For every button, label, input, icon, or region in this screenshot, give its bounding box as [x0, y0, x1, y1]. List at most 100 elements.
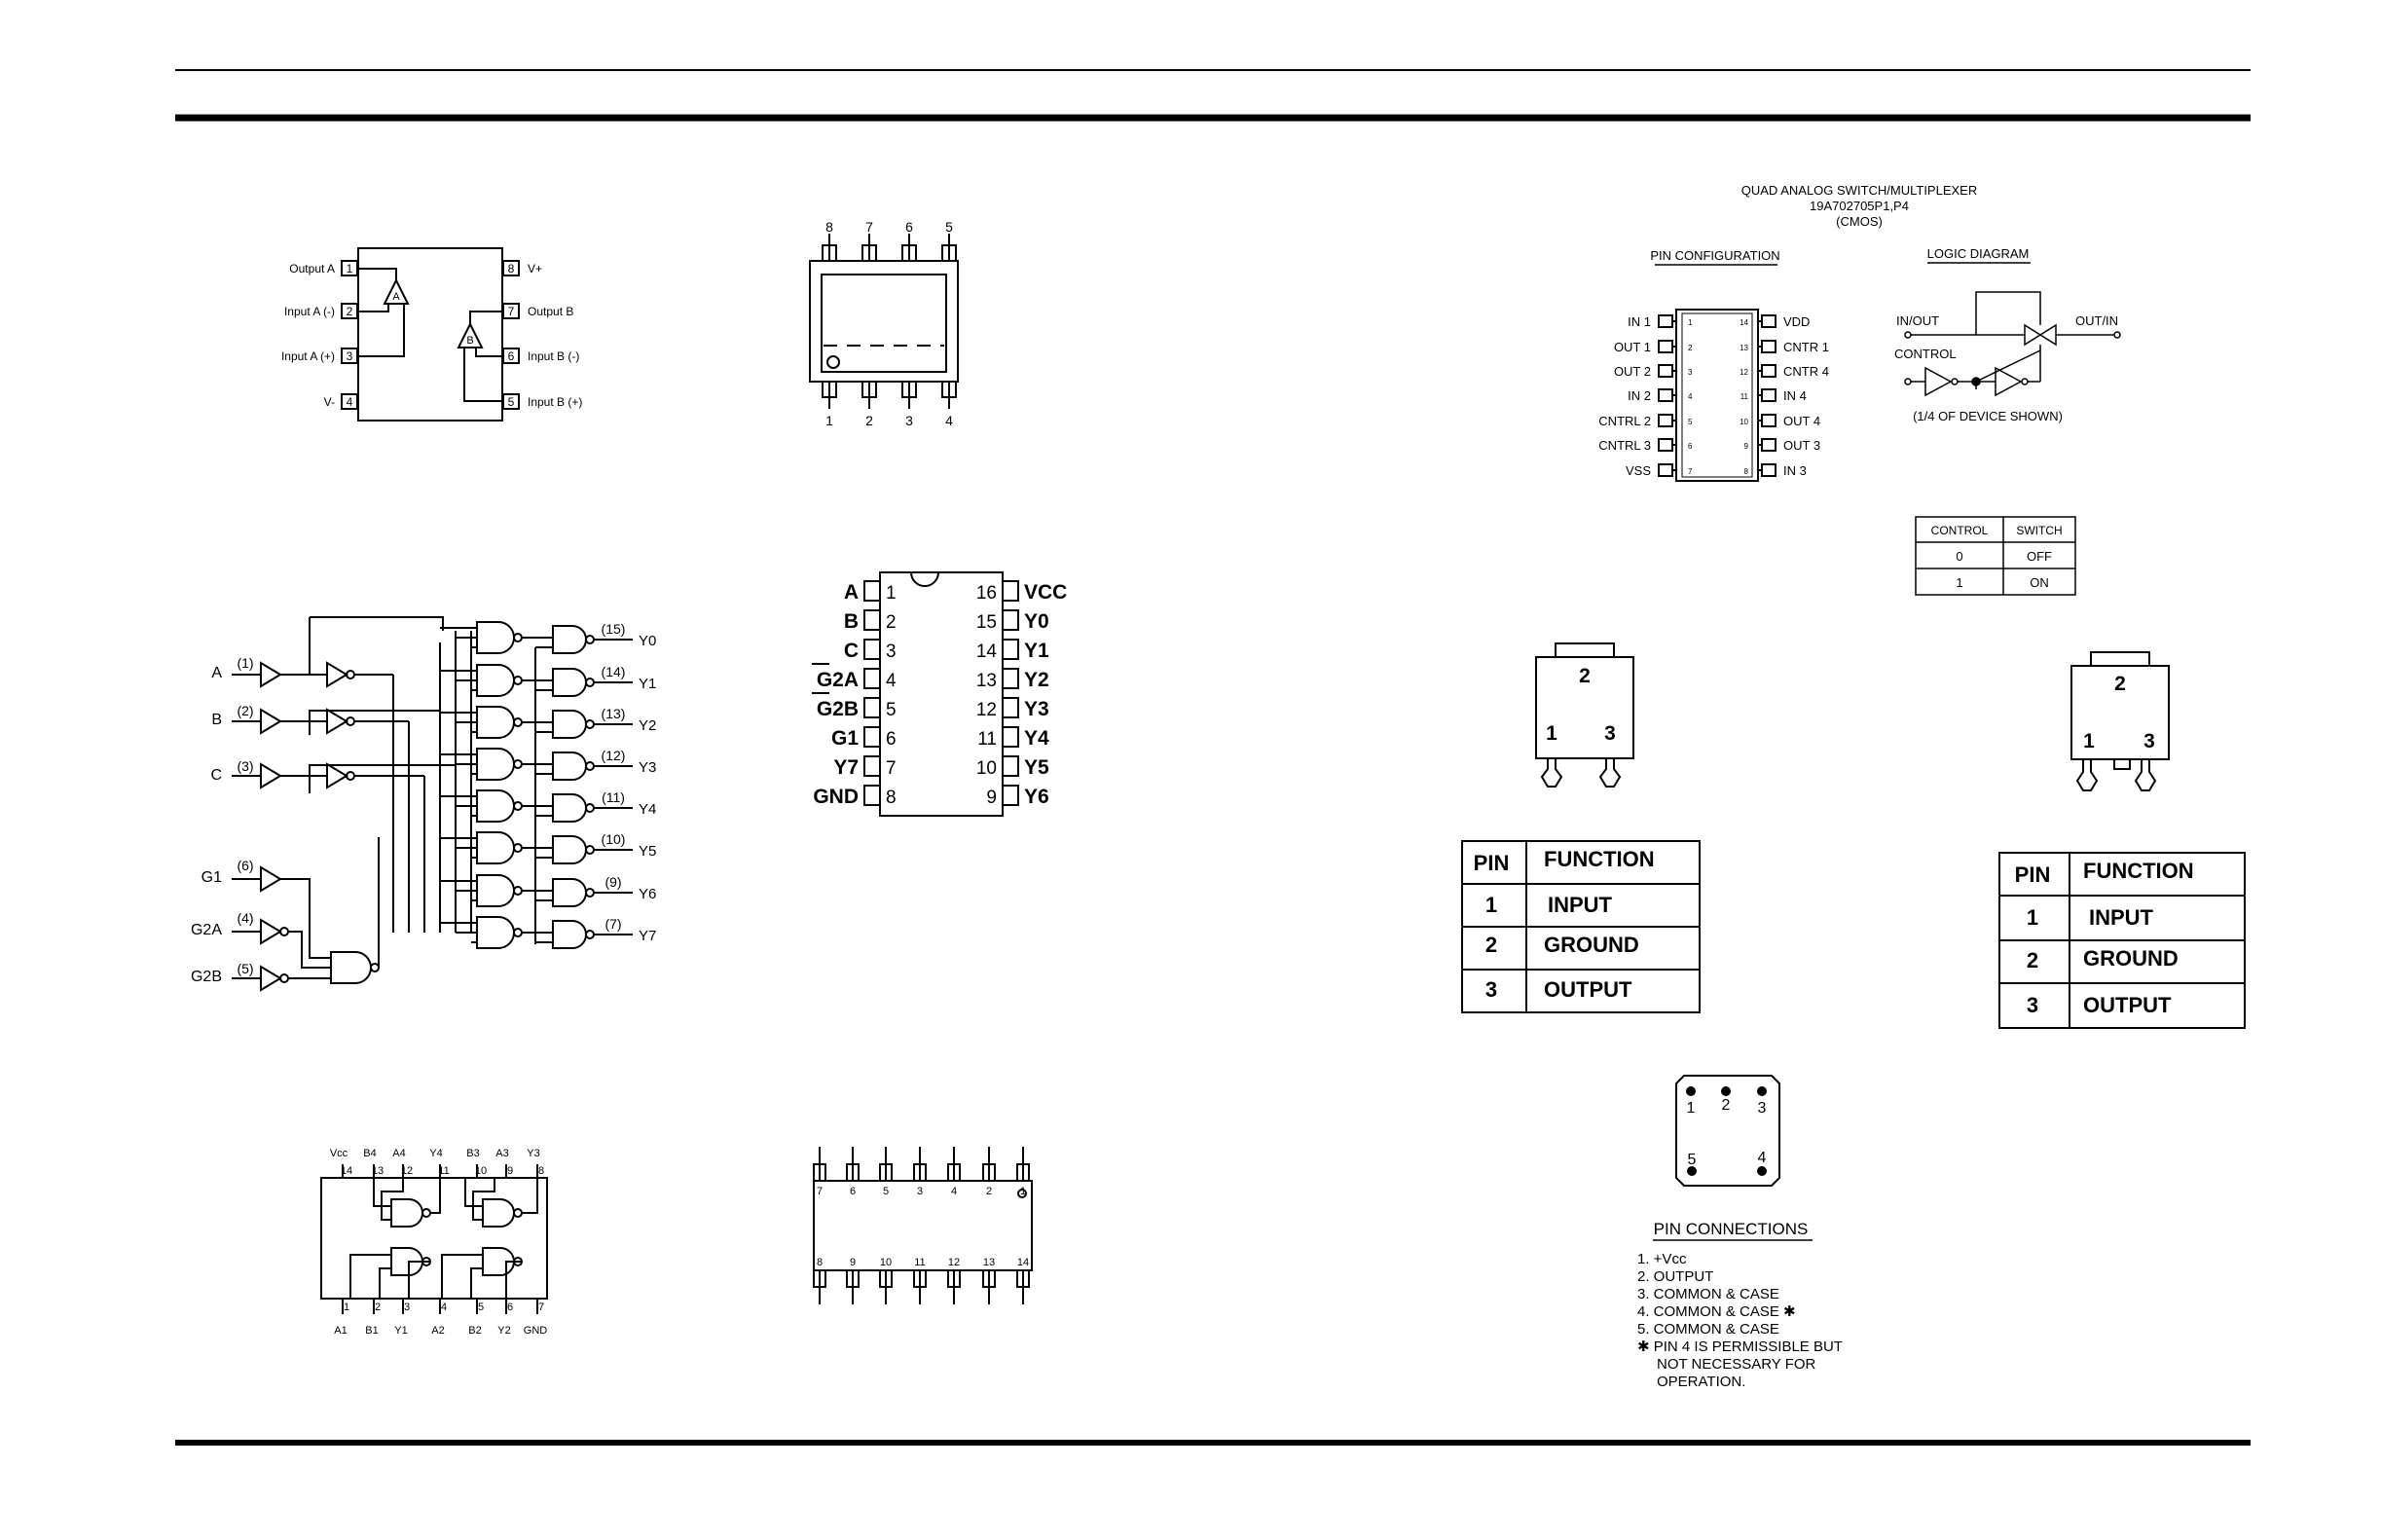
quad-nand-bottom-num: 1 — [344, 1302, 349, 1313]
dip16-pin-pad — [1002, 609, 1019, 631]
decoder-output-gate — [552, 710, 587, 739]
opamp-pin-num: 8 — [508, 262, 515, 275]
quad-nand-top-label: B3 — [466, 1148, 479, 1159]
quad-nand-bottom-num: 4 — [441, 1302, 447, 1313]
so8-top-leads: 8 7 6 5 — [822, 219, 957, 262]
dip16-notch — [910, 571, 939, 587]
decoder-output-gate — [552, 793, 587, 823]
switch-truth-table: CONTROL SWITCH 0 OFF 1 ON — [1915, 516, 2076, 596]
so14-lead — [1016, 1269, 1030, 1288]
decoder-output-pin: (14) — [602, 664, 626, 679]
dip16-pin-name: G2B — [817, 698, 859, 720]
switch-pin-pad — [1761, 314, 1777, 328]
analog-switch-tech: (CMOS) — [1836, 214, 1883, 229]
decoder-input-name: G2A — [191, 922, 222, 938]
so14-pin-num: 7 — [817, 1186, 823, 1197]
logic-diagram-title: LOGIC DIAGRAM — [1927, 246, 2030, 261]
switch-pin-name: OUT 2 — [1614, 364, 1651, 379]
so8-bottom-leads: 1 2 3 4 — [822, 381, 957, 428]
pin-connection-line: 5. COMMON & CASE — [1637, 1321, 1779, 1338]
amplifier-b-symbol — [457, 321, 484, 348]
quad-nand-top-num: 9 — [507, 1165, 513, 1177]
quad-nand-bottom-label: A1 — [334, 1325, 347, 1337]
switch-pin-num: 2 — [1688, 344, 1693, 352]
switch-pin-num: 10 — [1740, 418, 1748, 426]
so14-pin-num: 8 — [817, 1257, 823, 1268]
opamp-pin-label: Input B (-) — [528, 349, 579, 363]
switch-pin-pad — [1761, 388, 1777, 402]
switch-pin-num: 9 — [1744, 442, 1749, 451]
dual-opamp-diagram: 1 2 3 4 Output A Input A (-) Input A (+)… — [281, 247, 582, 422]
switch-pin-pad — [1658, 388, 1673, 402]
regulator-right-tab — [2090, 651, 2150, 666]
so14-lead — [947, 1163, 961, 1182]
regulator-left-table: PIN FUNCTION 1 INPUT 2 GROUND 3 OUTPUT — [1461, 840, 1701, 1013]
quad-nand-bottom-num: 2 — [375, 1302, 381, 1313]
switch-pin-name: CNTRL 3 — [1598, 438, 1651, 453]
dip16-pin-num: 13 — [976, 671, 997, 691]
dip16-pin-name: Y7 — [833, 756, 859, 779]
so14-pin-num: 6 — [850, 1186, 856, 1197]
quad-nand-bottom-label: Y2 — [497, 1325, 510, 1337]
table-cell: 1 — [2027, 905, 2038, 930]
decoder-output-name: Y6 — [639, 886, 656, 902]
dip16-pin-pad — [863, 609, 881, 631]
table-cell: INPUT — [2089, 905, 2154, 930]
table-cell: OUTPUT — [1544, 977, 1632, 1002]
dip16-pin-num: 8 — [886, 788, 897, 808]
quad-nand-bottom-label: GND — [524, 1325, 548, 1337]
dip16-pin-name: Y3 — [1024, 698, 1049, 720]
decoder-nand-gate — [476, 874, 515, 907]
switch-pin-num: 7 — [1688, 467, 1693, 476]
regulator-pin-num: 3 — [2143, 730, 2155, 752]
switch-pin-num: 11 — [1740, 392, 1749, 401]
so14-lead — [913, 1269, 927, 1288]
decoder-nand-gate — [476, 789, 515, 823]
opamp-body — [357, 247, 503, 422]
decoder-gate-stack: (15)Y0(14)Y1(13)Y2(12)Y3(11)Y4(10)Y5(9)Y… — [440, 621, 656, 949]
quad-nand-top-label: B4 — [363, 1148, 376, 1159]
regulator-pin-num: 2 — [1579, 665, 1591, 687]
amplifier-b-label: B — [466, 335, 473, 347]
quad-nand-top-label: Y4 — [429, 1148, 442, 1159]
analog-switch-part: 19A702705P1,P4 — [1810, 199, 1909, 213]
regulator-right-table: PIN FUNCTION 1 INPUT 2 GROUND 3 OUTPUT — [1998, 852, 2246, 1029]
switch-pin-name: IN 3 — [1783, 463, 1807, 478]
can5-pin-num: 5 — [1688, 1152, 1697, 1168]
truth-header-switch: SWITCH — [2016, 524, 2062, 537]
so14-lead — [913, 1163, 927, 1182]
quad-nand-diagram: Vcc141A1B4132B1A4123Y1Y4114A2B3105B2A396… — [320, 1148, 548, 1337]
so8-pin-num: 7 — [865, 219, 873, 235]
switch-pin-pad — [1761, 340, 1777, 353]
decoder-output-pin: (12) — [602, 748, 626, 763]
so14-pin-num: 10 — [880, 1257, 892, 1268]
truth-cell: ON — [2030, 575, 2049, 590]
decoder-input-pin: (2) — [237, 703, 253, 718]
opamp-pin-label: Input A (-) — [284, 305, 335, 318]
switch-pin-name: OUT 3 — [1783, 438, 1820, 453]
switch-pin-num: 6 — [1688, 442, 1693, 451]
regulator-right: 2 1 3 PIN FUNCTION 1 INPUT 2 GROUND 3 OU… — [1998, 651, 2246, 1029]
truth-cell: 0 — [1956, 549, 1962, 564]
switch-pin-pad — [1761, 364, 1777, 378]
nand-gate — [390, 1198, 423, 1228]
so14-pin-num: 12 — [948, 1257, 960, 1268]
dip16-pin-num: 4 — [886, 671, 897, 691]
dip16-pin-pad — [863, 639, 881, 660]
dip16-pin-name: GND — [813, 786, 859, 808]
table-cell: 2 — [2027, 948, 2038, 972]
so8-pin-num: 4 — [945, 413, 953, 428]
dip16-pin-num: 2 — [886, 612, 897, 633]
nand-gate — [482, 1198, 515, 1228]
quad-nand-bottom-num: 5 — [478, 1302, 484, 1313]
so14-lead — [846, 1269, 860, 1288]
decoder-output-pin: (7) — [604, 916, 621, 932]
logic-out-in-label: OUT/IN — [2075, 313, 2118, 328]
opamp-pin-num: 2 — [347, 305, 353, 318]
so14-lead — [846, 1163, 860, 1182]
opamp-pin-label: Input B (+) — [528, 395, 582, 409]
dip16-pin-pad — [1002, 755, 1019, 777]
so14-pin-num: 14 — [1017, 1257, 1029, 1268]
regulator-pin-num: 1 — [2083, 730, 2095, 752]
